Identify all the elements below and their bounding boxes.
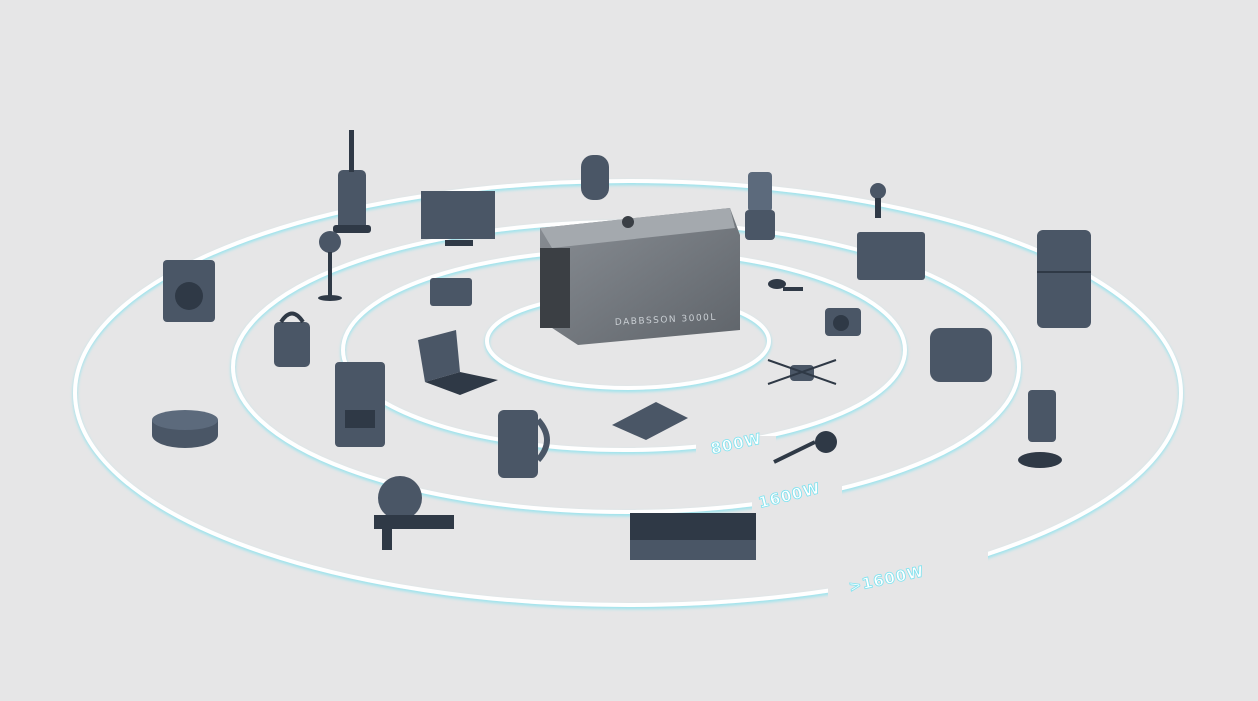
router-tool	[1018, 390, 1062, 468]
air-conditioner	[630, 513, 756, 560]
ring-outer	[73, 179, 1183, 607]
blender	[745, 172, 775, 240]
laptop	[418, 330, 498, 395]
magnifier	[768, 279, 803, 291]
miter-saw	[374, 476, 454, 550]
camera	[825, 308, 861, 336]
toaster-oven	[857, 232, 925, 280]
router	[430, 278, 472, 306]
kettle	[498, 410, 550, 478]
radio	[274, 311, 310, 367]
fan	[318, 231, 342, 301]
toaster	[930, 328, 992, 382]
desk-lamp	[870, 183, 886, 218]
hair-dryer	[773, 431, 837, 464]
refrigerator	[1037, 230, 1091, 328]
robot-vacuum	[152, 410, 218, 448]
projector	[581, 155, 609, 200]
monitor	[421, 191, 495, 246]
tablet	[612, 402, 688, 440]
power-station: DABBSSON 3000L	[540, 208, 740, 345]
drone	[767, 359, 837, 385]
washing-machine	[163, 260, 215, 322]
coffee-machine	[335, 362, 385, 447]
vacuum-cleaner	[333, 130, 371, 233]
